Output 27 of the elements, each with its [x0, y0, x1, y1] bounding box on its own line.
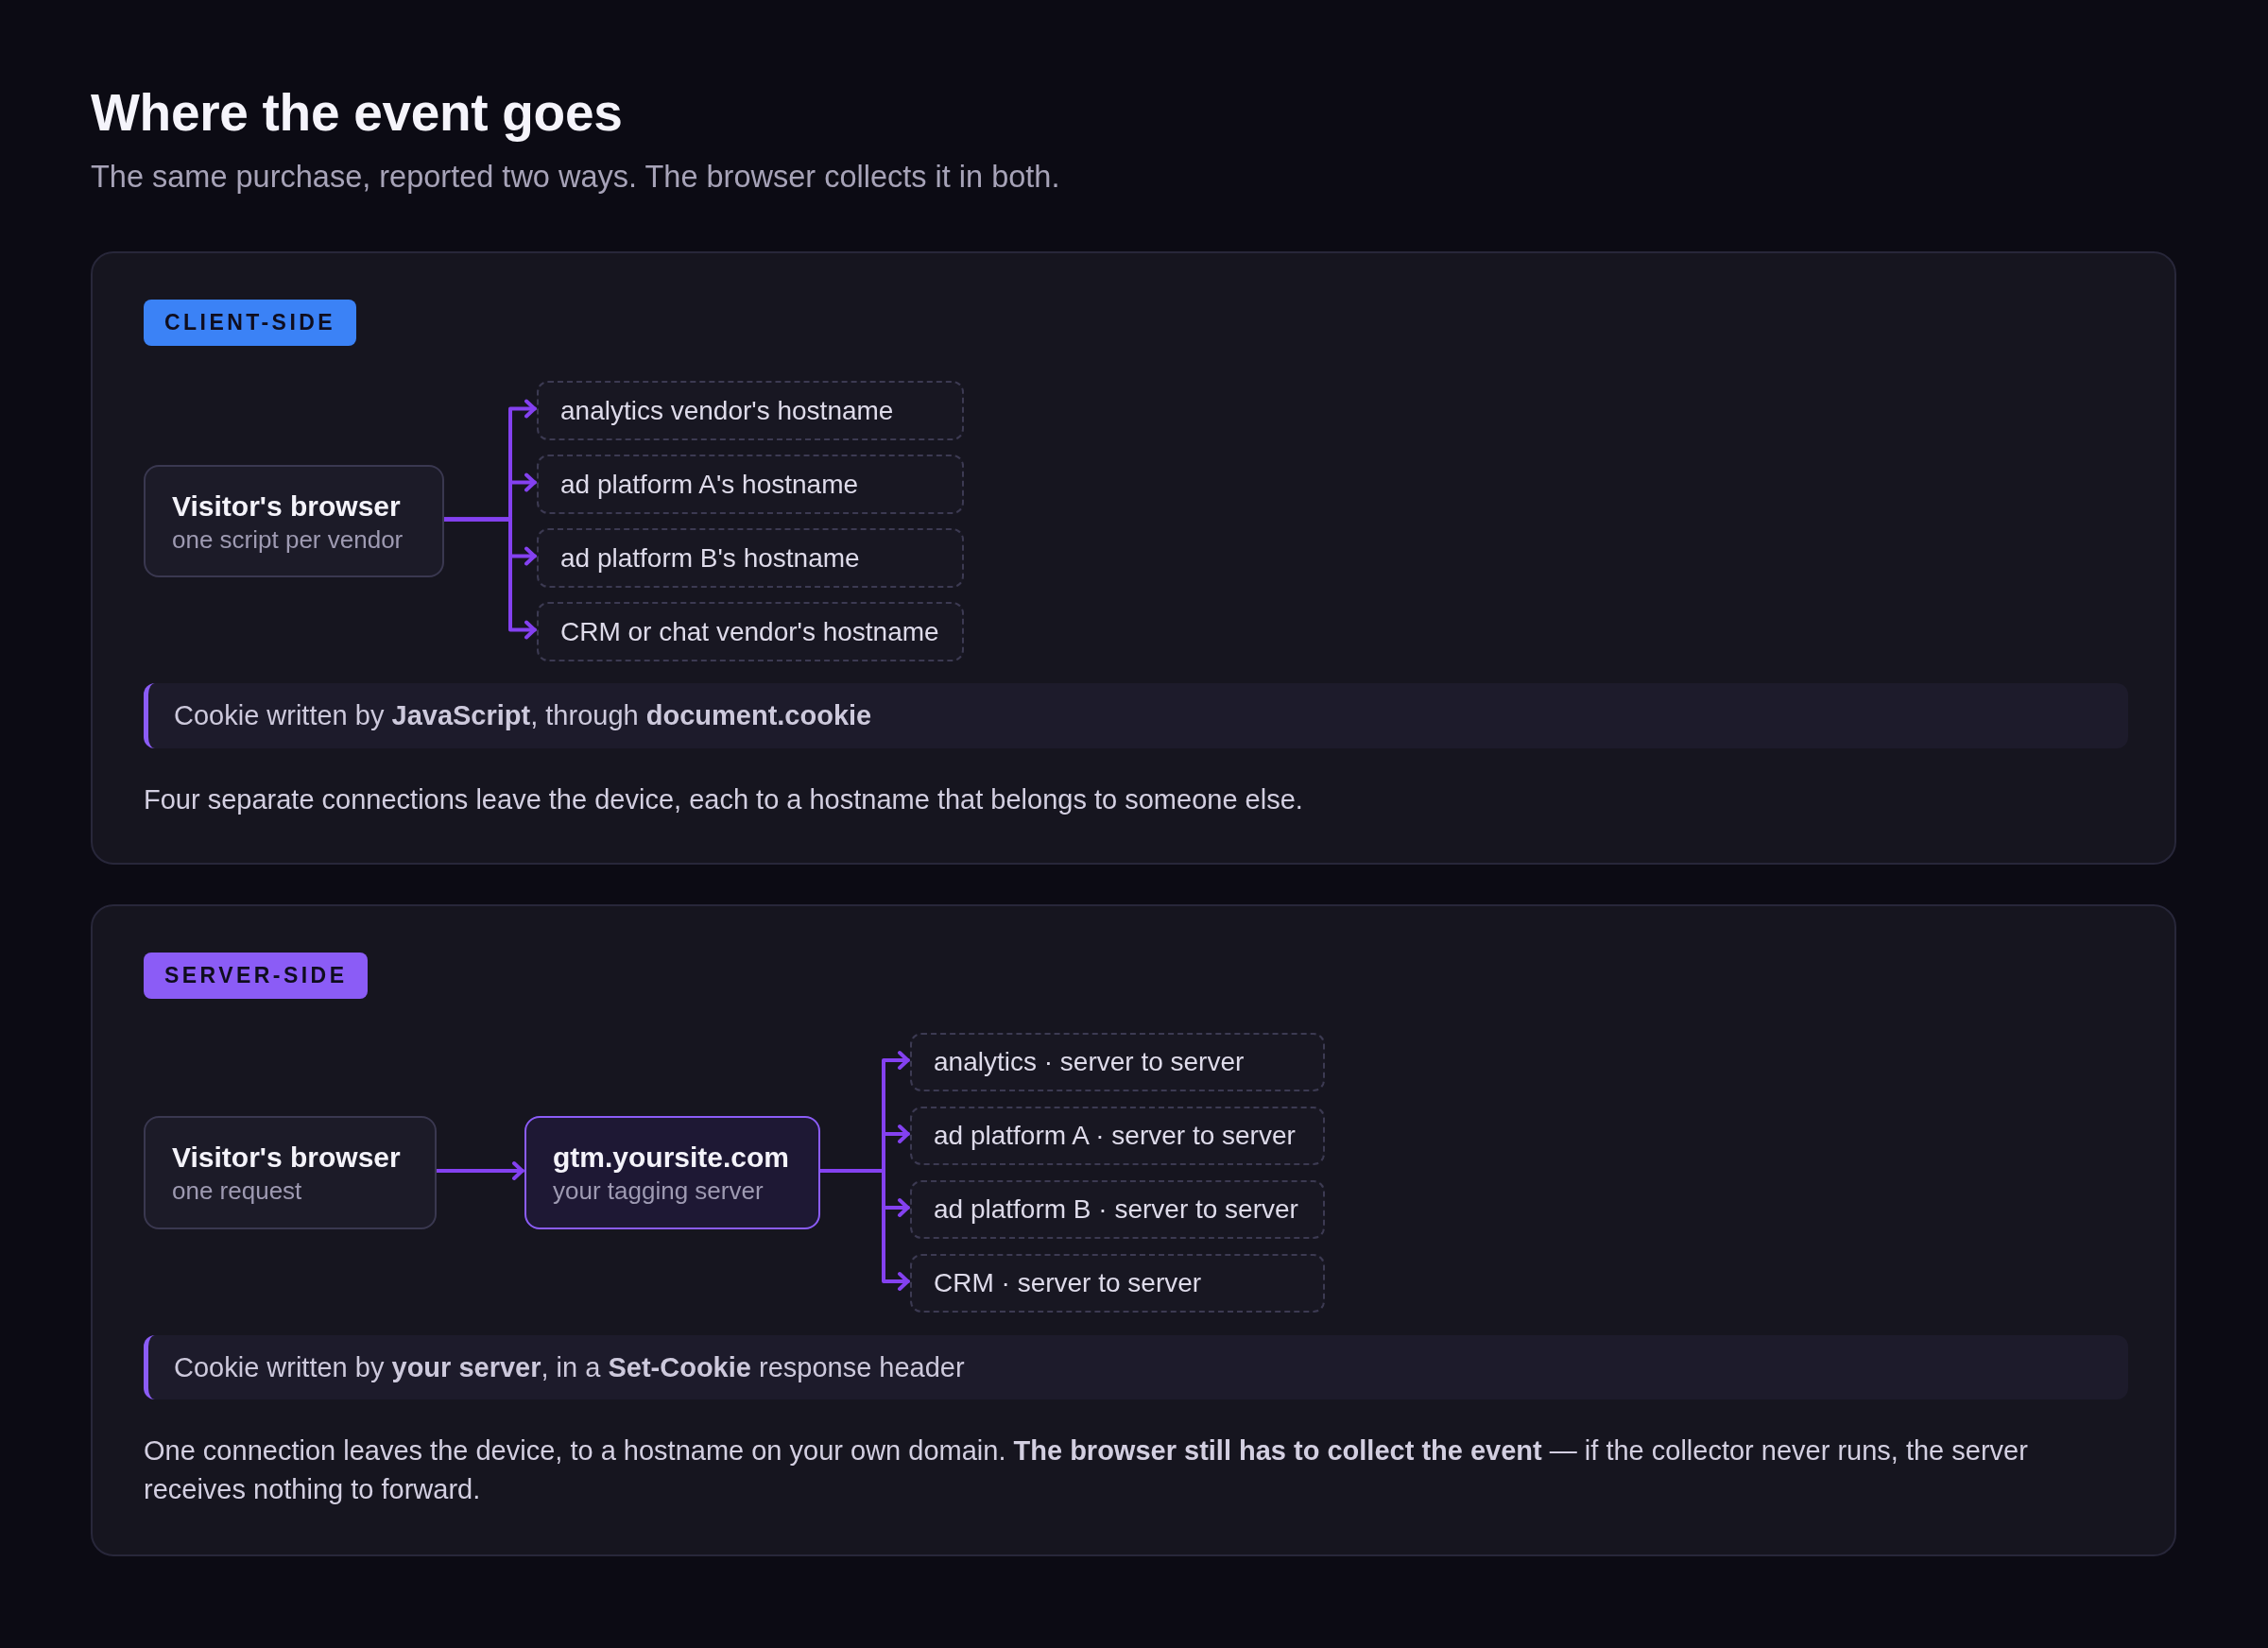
source-box [144, 465, 444, 577]
node-title: Visitor's browser [172, 489, 401, 524]
destination-box: ad platform B · server to server [910, 1180, 1325, 1239]
section-panel [91, 251, 2176, 865]
destination-box: ad platform B's hostname [537, 528, 964, 588]
destination-box: CRM or chat vendor's hostname [537, 602, 964, 661]
node-title: Visitor's browser [172, 1141, 401, 1175]
cookie-note: Cookie written by JavaScript, through document.cookie [144, 683, 2128, 748]
node-subtitle: one script per vendor [172, 524, 404, 555]
section-tag: SERVER-SIDE [144, 953, 369, 999]
destination-box: analytics · server to server [910, 1033, 1325, 1091]
destination-box: CRM · server to server [910, 1254, 1325, 1313]
description-text: One connection leaves the device, to a hostname on your own domain. The browser still has to collect the event — if the collector never runs, the server receives nothing to forward. [144, 1434, 2029, 1506]
destination-box: analytics vendor's hostname [537, 381, 964, 440]
diagram-subtitle: The same purchase, reported two ways. The browser collects it in both. [91, 159, 1060, 196]
source-box [144, 1116, 437, 1229]
description-text: Four separate connections leave the device, each to a hostname that belongs to someone else. [144, 783, 1304, 816]
destination-box: ad platform A · server to server [910, 1107, 1325, 1165]
cookie-note: Cookie written by your server, in a Set-Cookie response header [144, 1335, 2128, 1399]
destination-box: ad platform A's hostname [537, 455, 964, 514]
section-panel [91, 904, 2176, 1556]
node-subtitle: your tagging server [553, 1176, 764, 1206]
node-title: gtm.yoursite.com [553, 1141, 790, 1175]
diagram-title: Where the event goes [91, 83, 623, 144]
section-tag: CLIENT-SIDE [144, 300, 357, 346]
server-box [524, 1116, 820, 1229]
node-subtitle: one request [172, 1176, 302, 1206]
